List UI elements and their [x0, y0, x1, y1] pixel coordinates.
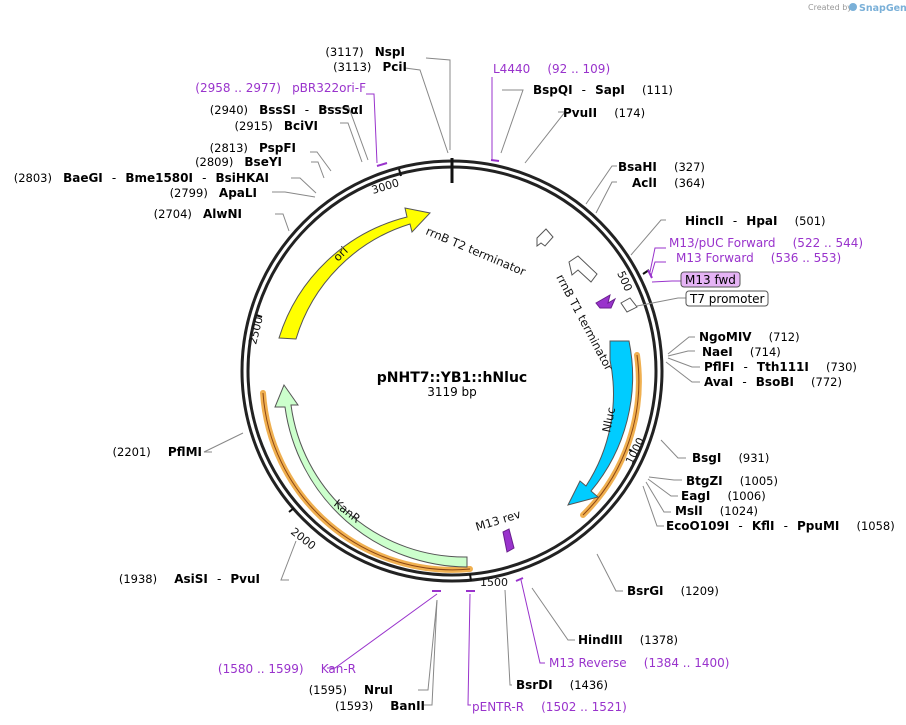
banii-label[interactable]: (1593) BanII [335, 695, 425, 714]
hincii-label[interactable]: HincII - HpaI (501) [685, 210, 826, 229]
pvuii-label[interactable]: PvuII (174) [563, 102, 645, 121]
bcivi-label[interactable]: (2915) BciVI [235, 115, 318, 134]
rrnb-t1-arrow[interactable] [568, 255, 598, 283]
scale-label-3000: 3000 [370, 176, 401, 197]
primer-leader-lines [327, 77, 681, 706]
m13-rev-arrow[interactable] [502, 528, 515, 553]
l4440-primer-label[interactable]: L4440 (92 .. 109) [493, 58, 610, 77]
baegi-label[interactable]: (2803) BaeGI - Bme1580I - BsiHKAI [14, 167, 269, 186]
nrui-label[interactable]: (1595) NruI [309, 679, 393, 698]
m13-rev-label: M13 rev [474, 507, 523, 534]
m13-fwd-box[interactable]: M13 fwd [680, 271, 741, 288]
bsahi-label[interactable]: BsaHI (327) [618, 156, 705, 175]
nspi-label[interactable]: (3117) NspI [325, 41, 405, 60]
msli-label[interactable]: MslI (1024) [675, 500, 758, 519]
bsssi-label[interactable]: (2940) BssSI - BssSαI [210, 99, 363, 118]
rrnb-t2-arrow[interactable] [536, 228, 554, 247]
m13-puc-forward-primer-label[interactable]: M13/pUC Forward (522 .. 544) [669, 232, 863, 251]
leader-lines [203, 57, 700, 706]
eco0109i-label[interactable]: EcoO109I - KflI - PpuMI (1058) [666, 515, 895, 534]
backbone [240, 158, 664, 583]
apali-label[interactable]: (2799) ApaLI [170, 182, 257, 201]
bsgi-label[interactable]: BsgI (931) [692, 447, 769, 466]
plasmid-length: 3119 bp [427, 385, 477, 399]
m13-forward-primer-label[interactable]: M13 Forward (536 .. 553) [676, 247, 841, 266]
acli-label[interactable]: AclI (364) [632, 172, 705, 191]
m13-fwd-arrow[interactable] [595, 293, 617, 309]
credit-prefix: Created by [808, 3, 852, 12]
primer-marks [376, 159, 653, 592]
m13-reverse-primer-label[interactable]: M13 Reverse (1384 .. 1400) [549, 652, 729, 671]
eagi-label[interactable]: EagI (1006) [681, 485, 766, 504]
kan-r-primer-label[interactable]: (1580 .. 1599) Kan-R [218, 658, 356, 677]
pspfi-label[interactable]: (2813) PspFI [210, 137, 296, 156]
alwni-label[interactable]: (2704) AlwNI [154, 203, 242, 222]
bsrdi-label[interactable]: BsrDI (1436) [516, 674, 608, 693]
bseyi-label[interactable]: (2809) BseYI [195, 151, 282, 170]
pbr322ori-f-primer-label[interactable]: (2958 .. 2977) pBR322ori-F [195, 77, 366, 96]
pflmi-label[interactable]: (2201) PflMI [113, 441, 202, 460]
ori-feature[interactable]: ori [278, 207, 431, 340]
plasmid-name: pNHT7::YB1::hNluc [377, 370, 527, 386]
t7-promoter-arrow[interactable] [620, 297, 638, 313]
bsrgi-label[interactable]: BsrGI (1209) [627, 580, 719, 599]
nluc-feature[interactable]: Nluc [567, 340, 634, 506]
t7-promoter-box[interactable]: T7 promoter [685, 290, 769, 307]
avai-label[interactable]: AvaI - BsoBI (772) [704, 371, 842, 390]
svg-text:M13 fwd: M13 fwd [685, 273, 736, 287]
bspqi-label[interactable]: BspQI - SapI (111) [533, 79, 673, 98]
pentr-r-primer-label[interactable]: pENTR-R (1502 .. 1521) [472, 696, 627, 715]
asisi-label[interactable]: (1938) AsiSI - PvuI [119, 568, 260, 587]
pcii-label[interactable]: (3113) PciI [333, 56, 407, 75]
naei-label[interactable]: NaeI (714) [702, 341, 781, 360]
kanr-band [260, 390, 473, 573]
scale-label-1500: 1500 [480, 576, 508, 589]
credit-brand: SnapGene [859, 3, 906, 14]
t7-leader-line [636, 297, 686, 307]
hindiii-label[interactable]: HindIII (1378) [578, 629, 678, 648]
ngomiv-label[interactable]: NgoMIV (712) [699, 326, 800, 345]
rrnb-t2-label: rrnB T2 terminator [424, 224, 528, 279]
rrnb-t1-label: rrnB T1 terminator [553, 272, 616, 373]
svg-text:T7 promoter: T7 promoter [689, 292, 765, 306]
nluc-label: Nluc [599, 406, 618, 434]
snapgene-logo-icon [849, 3, 857, 11]
btgzi-label[interactable]: BtgZI (1005) [686, 470, 778, 489]
nluc-band [580, 352, 642, 518]
pflfi-label[interactable]: PflFI - Tth111I (730) [704, 356, 857, 375]
